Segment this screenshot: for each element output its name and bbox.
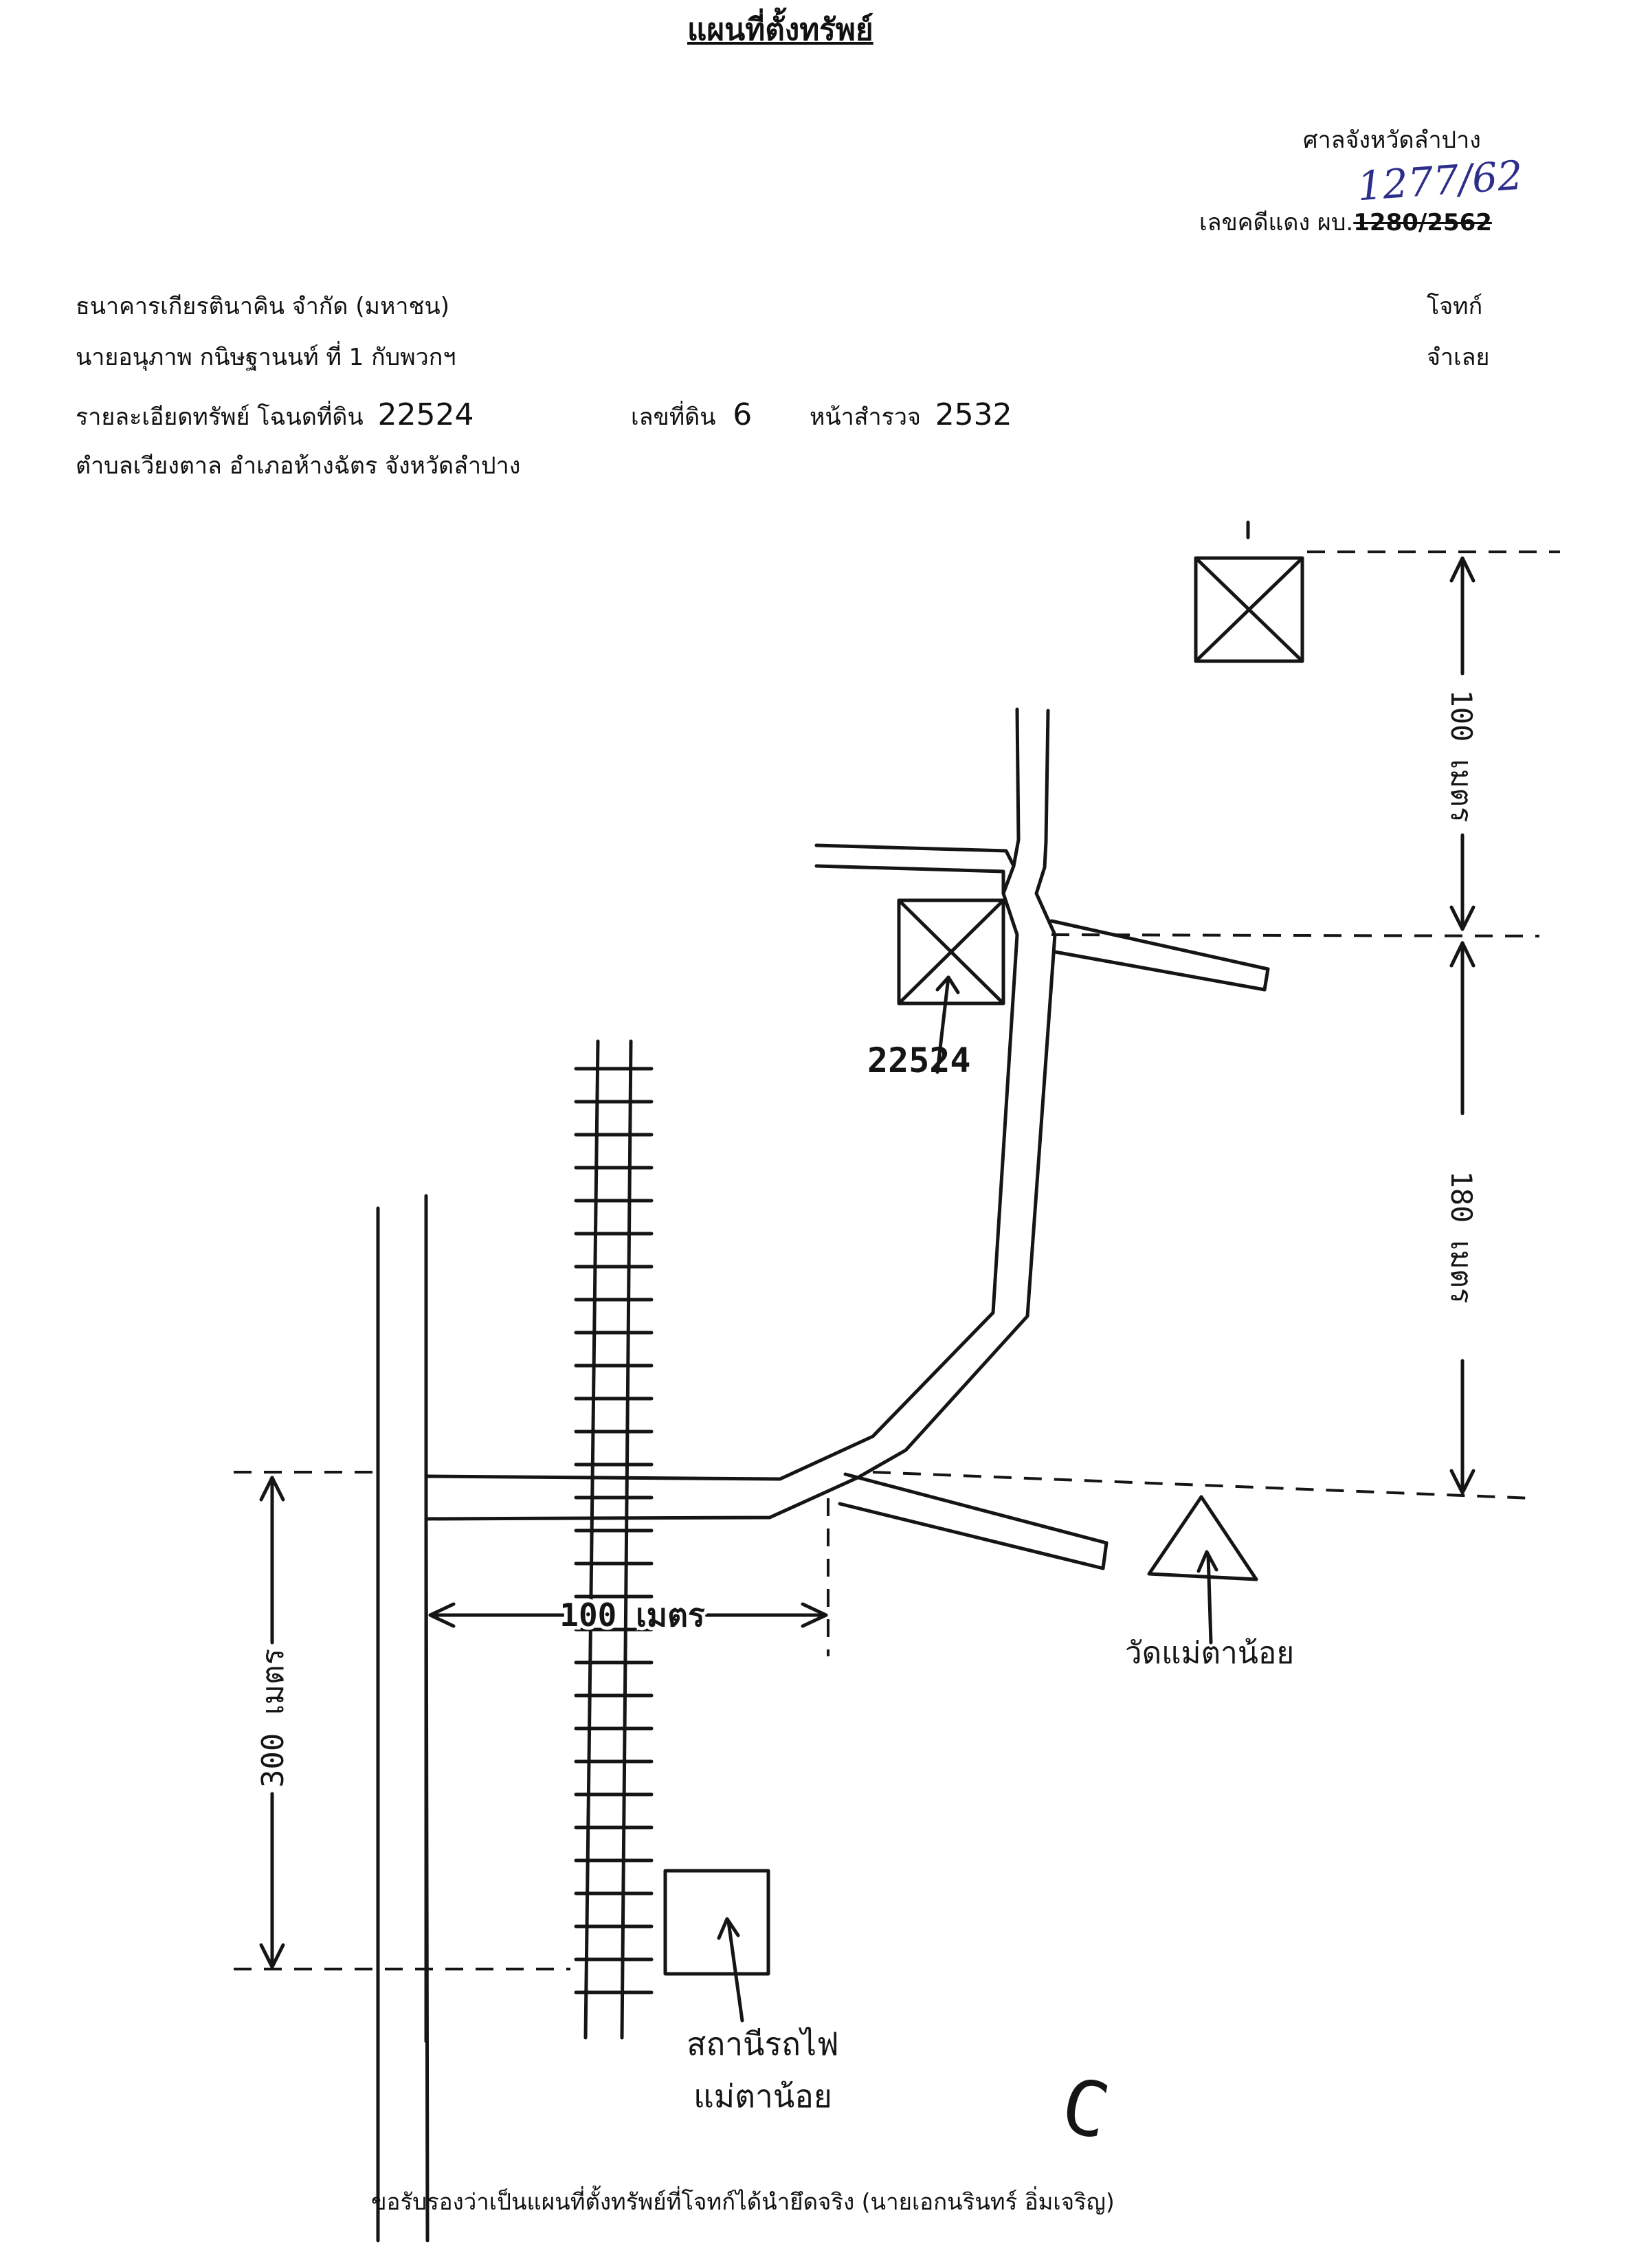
plot-22524-marker bbox=[897, 898, 1005, 1074]
left-vertical-road bbox=[376, 1194, 430, 2243]
plot-number-label: 22524 bbox=[867, 1041, 971, 1080]
station-label-line2: แม่ตาน้อย bbox=[693, 2078, 832, 2115]
dimension-arrow-100-horizontal bbox=[428, 1602, 828, 1628]
dim-label-100-horizontal: 100 เมตร bbox=[559, 1597, 705, 1634]
land-no: 6 bbox=[733, 397, 753, 432]
page-title: แผนที่ตั้งทรัพย์ bbox=[687, 12, 873, 47]
case-label: เลขคดีแดง ผบ. bbox=[1199, 209, 1354, 236]
railway-station-marker bbox=[663, 1869, 770, 2023]
dimension-arrow-100-vertical bbox=[1449, 556, 1475, 931]
certification-statement: ขอรับรองว่าเป็นแผนที่ตั้งทรัพย์ที่โจทก์ไ… bbox=[371, 2188, 1115, 2215]
lower-right-road bbox=[838, 1472, 1109, 1570]
location-line: ตำบลเวียงตาล อำเภอห้างฉัตร จังหวัดลำปาง bbox=[76, 452, 521, 480]
station-label-line1: สถานีรถไฟ bbox=[687, 2025, 838, 2063]
dim-label-100-vertical: 100 เมตร bbox=[1445, 689, 1478, 822]
property-label: รายละเอียดทรัพย์ โฉนดที่ดิน bbox=[76, 403, 364, 431]
survey-no: 2532 bbox=[935, 397, 1012, 432]
upper-left-road bbox=[814, 843, 1016, 896]
top-property-marker bbox=[1194, 520, 1304, 663]
upper-right-road bbox=[1049, 919, 1270, 992]
rail-right bbox=[620, 1039, 633, 2040]
deed-number: 22524 bbox=[377, 397, 474, 432]
temple-marker bbox=[1147, 1495, 1258, 1645]
dimension-arrow-180-vertical bbox=[1449, 941, 1475, 1495]
dimension-arrow-300-vertical bbox=[259, 1476, 285, 1969]
property-details-line: รายละเอียดทรัพย์ โฉนดที่ดิน 22524 bbox=[76, 397, 474, 432]
defendant-name: นายอนุภาพ กนิษฐานนท์ ที่ 1 กับพวกฯ bbox=[76, 344, 456, 371]
case-number-line: เลขคดีแดง ผบ.1280/2562 bbox=[1199, 210, 1492, 236]
railway-track bbox=[574, 1039, 654, 2040]
main-road bbox=[424, 707, 1057, 2043]
case-number-struck: 1280/2562 bbox=[1353, 209, 1492, 236]
plaintiff-name: ธนาคารเกียรตินาคิน จำกัด (มหาชน) bbox=[76, 293, 450, 320]
survey-label: หน้าสำรวจ bbox=[810, 403, 921, 431]
dim-label-180-vertical: 180 เมตร bbox=[1445, 1170, 1478, 1303]
temple-label: วัดแม่ตาน้อย bbox=[1125, 1636, 1294, 1671]
land-number-line: เลขที่ดิน 6 bbox=[631, 397, 753, 432]
court-name: ศาลจังหวัดลำปาง bbox=[1303, 126, 1481, 154]
survey-number-line: หน้าสำรวจ 2532 bbox=[810, 397, 1012, 432]
ref-line-junction bbox=[872, 1471, 1533, 1500]
plaintiff-role: โจทก์ bbox=[1427, 293, 1483, 320]
land-no-label: เลขที่ดิน bbox=[631, 403, 716, 431]
ref-line-upper bbox=[1051, 933, 1540, 937]
defendant-role: จำเลย bbox=[1427, 344, 1490, 371]
dim-label-300-vertical: 300 เมตร bbox=[256, 1649, 291, 1788]
rail-left bbox=[583, 1039, 600, 2040]
